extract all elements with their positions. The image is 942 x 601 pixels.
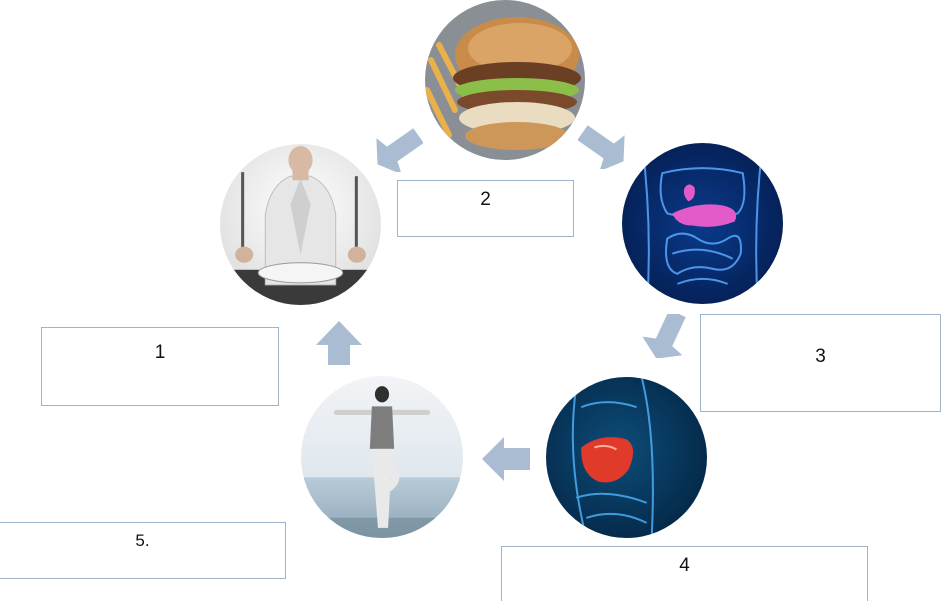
step-label-box-4[interactable]: 4 xyxy=(501,546,868,601)
step-label-box-5[interactable]: 5. xyxy=(0,522,286,579)
step-label-box-1[interactable]: 1 xyxy=(41,327,279,406)
arrow-2-to-3 xyxy=(578,125,628,169)
person-yoga-on-beach-icon xyxy=(301,376,463,538)
pancreas-anatomy-icon xyxy=(622,143,783,304)
burger-with-fries-image xyxy=(425,0,585,160)
step-label-2: 2 xyxy=(480,189,491,210)
pancreas-anatomy-image xyxy=(622,143,783,304)
liver-anatomy-image xyxy=(546,377,707,538)
step-label-3: 3 xyxy=(815,346,826,367)
person-with-empty-plate-image xyxy=(220,144,381,305)
arrow-5-to-1 xyxy=(316,321,362,365)
liver-anatomy-icon xyxy=(546,377,707,538)
step-label-box-3[interactable]: 3 xyxy=(700,314,941,412)
arrow-4-to-5 xyxy=(482,437,530,481)
step-label-1: 1 xyxy=(154,342,166,363)
arrow-3-to-4 xyxy=(642,314,692,358)
person-with-empty-plate-icon xyxy=(220,144,381,305)
burger-with-fries-icon xyxy=(425,0,585,160)
person-yoga-on-beach-image xyxy=(301,376,463,538)
step-label-4: 4 xyxy=(679,555,690,576)
arrow-1-to-2 xyxy=(373,128,423,172)
step-label-5: 5. xyxy=(135,531,150,550)
step-label-box-2[interactable]: 2 xyxy=(397,180,574,237)
